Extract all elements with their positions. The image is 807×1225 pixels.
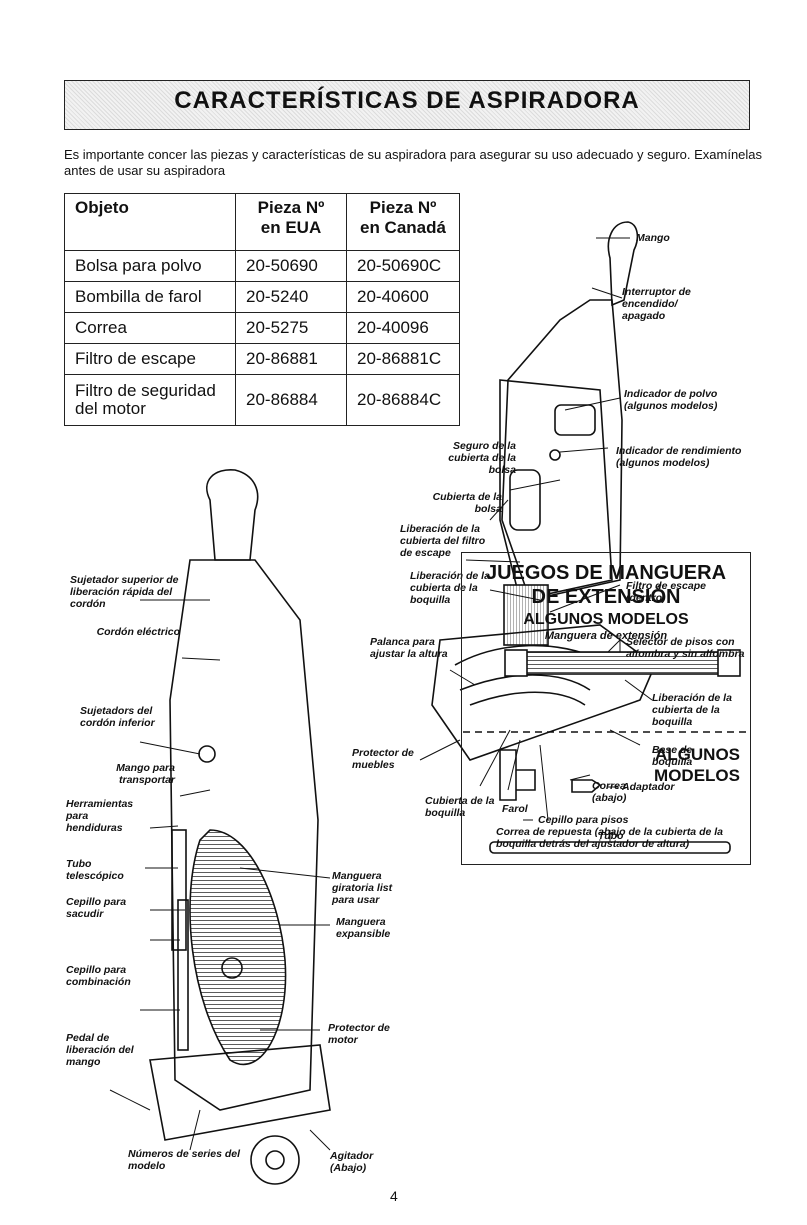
label-agitador: Agitador (Abajo): [330, 1150, 374, 1174]
bag-window: [509, 469, 541, 531]
cell: Correa: [64, 312, 236, 344]
rear-hose: [189, 829, 287, 1066]
cell: 20-40600: [346, 281, 460, 313]
label-selector: Selector de pisos con alfombra y sin alf…: [626, 636, 745, 660]
header-line: Pieza Nº: [257, 198, 325, 217]
rear-wheel-hub: [265, 1150, 285, 1170]
telescopic-tube: [177, 899, 189, 1051]
hose-end-right: [717, 649, 741, 677]
cell: 20-5240: [235, 281, 347, 313]
label-manguera-expansible: Manguera expansible: [336, 916, 391, 940]
section-header: CARACTERÍSTICAS DE ASPIRADORA: [64, 80, 750, 130]
cell: 20-40096: [346, 312, 460, 344]
rear-base: [149, 1044, 331, 1141]
exhaust-filter: [503, 584, 549, 646]
cord-hook-lower: [198, 745, 216, 763]
header-objeto-label: Objeto: [75, 198, 129, 217]
label-tubo: Tubo telescópico: [66, 858, 124, 882]
adapter: [571, 779, 602, 793]
cell: 20-86881C: [346, 343, 460, 375]
label-correa-repuesta: Correa de repuesta (abajo de la cubierta…: [496, 826, 723, 850]
label-cubierta-boquilla: Cubierta de la boquilla: [425, 795, 495, 819]
cell: 20-86881: [235, 343, 347, 375]
cell: 20-86884: [235, 374, 347, 426]
header-line: en Canadá: [360, 218, 446, 237]
rear-handle: [206, 469, 259, 561]
front-nozzle-stripes: [459, 674, 591, 706]
performance-indicator: [549, 449, 561, 461]
label-tubo-ext: Tubo: [598, 830, 624, 842]
label-cepillo-combinacion: Cepillo para combinación: [66, 964, 131, 988]
table-row: Filtro de seguridad del motor 20-86884 2…: [64, 374, 460, 426]
label-manguera-giratoria: Manguera giratoria list para usar: [332, 870, 393, 906]
dirt-indicator: [554, 404, 596, 436]
label-filtro-escape: Filtro de escape (dentro): [626, 580, 706, 604]
crevice-tool: [171, 829, 187, 951]
hose-end-left: [504, 649, 528, 677]
label-cepillo-sacudir: Cepillo para sacudir: [66, 896, 127, 920]
floor-brush: [499, 749, 536, 801]
label-protector-muebles: Protector de muebles: [352, 747, 414, 771]
label-liberacion-cubierta-boquilla: Liberación de la cubierta de la boquilla: [410, 570, 490, 606]
label-sujetador-superior: Sujetador superior de liberación rápida …: [70, 574, 179, 610]
label-base-boquilla: Base de boquilla: [652, 744, 693, 768]
label-correa: Correa (abajo): [592, 780, 627, 804]
front-handle: [607, 221, 639, 307]
extension-models-line1: ALGUNOS: [655, 745, 740, 764]
cell: Filtro de seguridad del motor: [64, 374, 236, 426]
label-indicador-rendimiento: Indicador de rendimiento (algunos modelo…: [616, 445, 742, 469]
page-number: 4: [390, 1188, 398, 1204]
label-liberacion-cubierta-boquilla-2: Liberación de la cubierta de la boquilla: [652, 692, 732, 728]
extension-kit-box: [461, 552, 751, 865]
label-farol: Farol: [502, 803, 528, 815]
intro-text: Es importante concer las piezas y caract…: [64, 147, 763, 178]
label-cepillo-pisos: Cepillo para pisos: [538, 814, 629, 826]
extension-title-line2: DE EXTENSIÓN: [531, 586, 681, 608]
label-indicador-polvo: Indicador de polvo (algunos modelos): [624, 388, 718, 412]
front-body: [499, 379, 613, 601]
label-mango-transportar: Mango para transportar: [116, 762, 175, 786]
table-row: Correa 20-5275 20-40096: [64, 312, 460, 344]
label-cubierta-bolsa: Cubierta de la bolsa: [432, 491, 502, 515]
table-row: Filtro de escape 20-86881 20-86881C: [64, 343, 460, 375]
serial-label-circle: [221, 957, 243, 979]
front-nozzle: [431, 624, 656, 761]
label-palanca: Palanca para ajustar la altura: [370, 636, 448, 660]
table-row: Bombilla de farol 20-5240 20-40600: [64, 281, 460, 313]
extension-models: ALGUNOS MODELOS: [600, 744, 740, 786]
label-herramientas: Herramientas para hendiduras: [66, 798, 134, 834]
cell: Bolsa para polvo: [64, 250, 236, 282]
extension-hose-label: Manguera de extensión: [544, 630, 668, 642]
cell: Filtro de escape: [64, 343, 236, 375]
label-mango: Mango: [636, 232, 670, 244]
label-interruptor: Interruptor de encendido/ apagado: [622, 286, 691, 322]
header-line: Pieza Nº: [369, 198, 437, 217]
header-line: en EUA: [260, 218, 322, 237]
extension-title-line1: JUEGOS DE MANGUERA: [485, 562, 727, 584]
label-adaptador: Adaptador: [622, 781, 675, 793]
label-seguro-cubierta: Seguro de la cubierta de la bolsa: [448, 440, 516, 476]
label-protector-motor: Protector de motor: [328, 1022, 390, 1046]
label-numeros: Números de series del modelo: [128, 1148, 241, 1172]
page-title: CARACTERÍSTICAS DE ASPIRADORA: [174, 87, 640, 114]
cell: 20-86884C: [346, 374, 460, 426]
label-sujetadors: Sujetadors del cordón inferior: [80, 705, 155, 729]
extension-subtitle: ALGUNOS MODELOS: [523, 611, 689, 628]
extension-models-line2: MODELOS: [654, 766, 740, 785]
label-liberacion-filtro: Liberación de la cubierta del filtro de …: [400, 523, 486, 559]
label-pedal: Pedal de liberación del mango: [66, 1032, 134, 1068]
label-cordon: Cordón eléctrico: [96, 626, 180, 638]
rear-wheel: [250, 1135, 300, 1185]
